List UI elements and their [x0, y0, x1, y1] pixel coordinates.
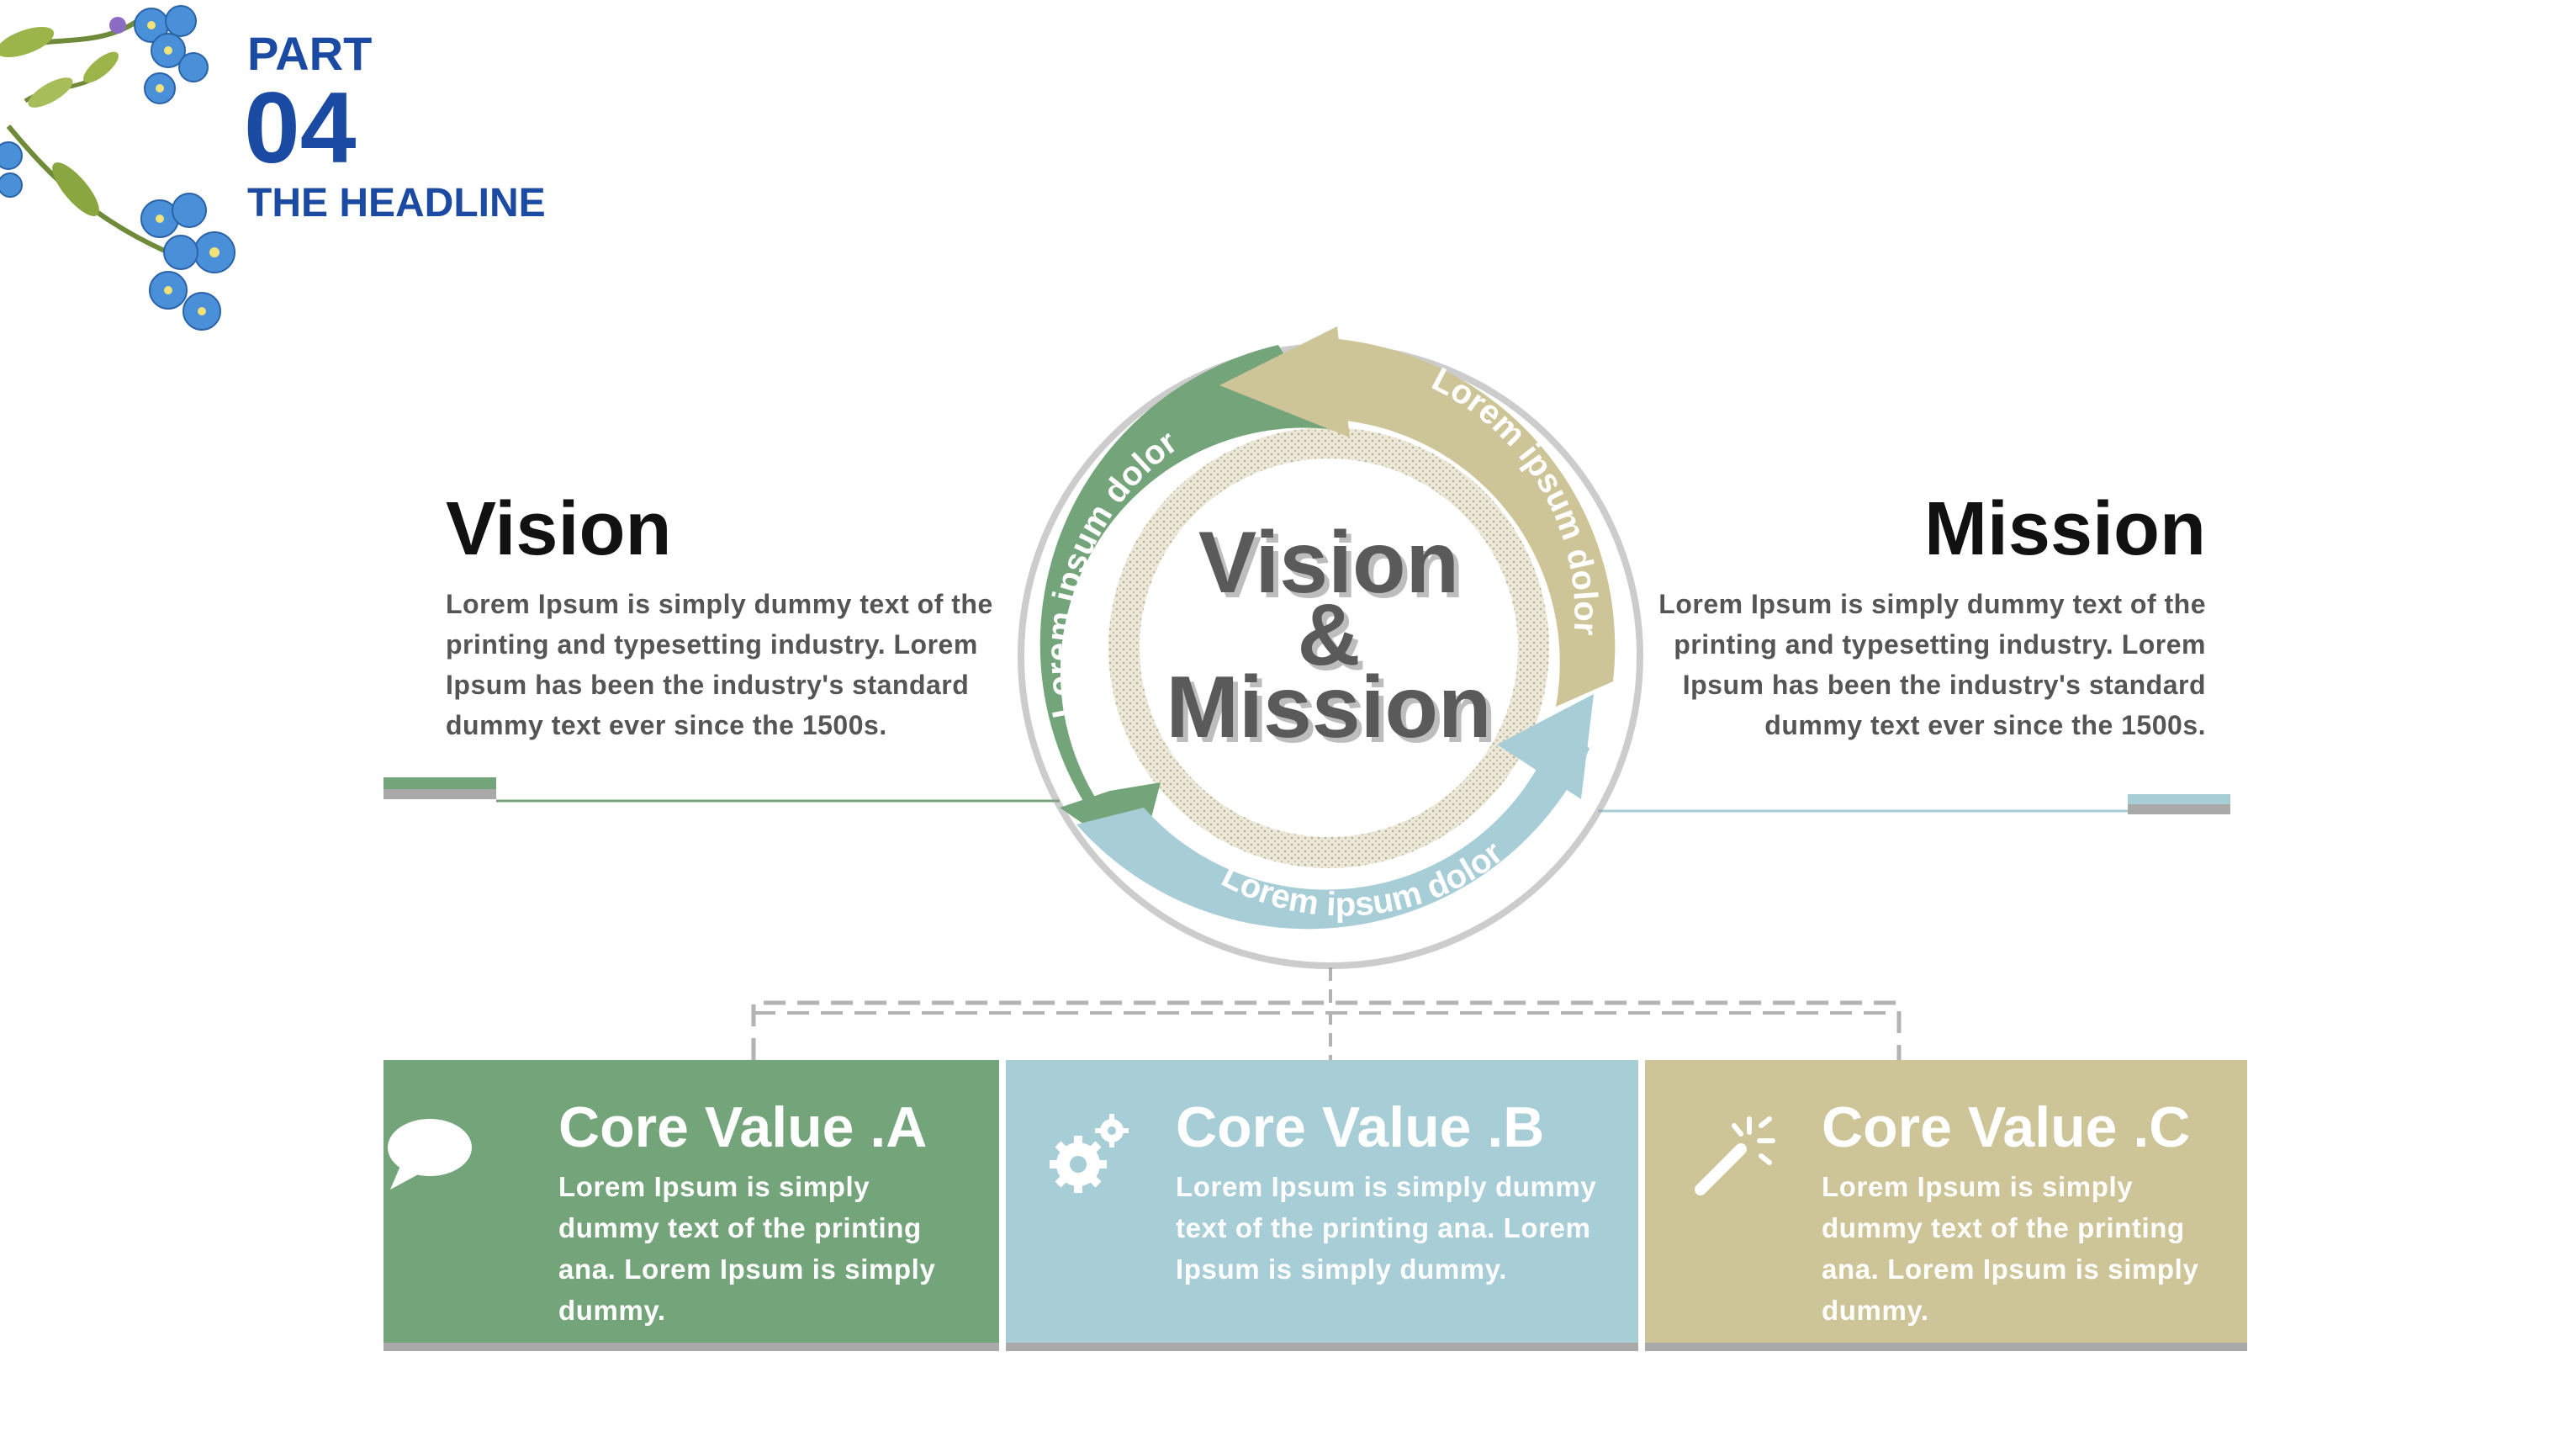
core-value-card-a: Core Value .A Lorem Ipsum is simply dumm… — [383, 1060, 999, 1343]
flower-decoration — [0, 5, 235, 331]
center-line2: & — [1297, 586, 1360, 684]
blue-arrow-segment — [1076, 715, 1590, 930]
speech-bubble-icon — [388, 1119, 472, 1190]
center-line3: Mission — [1166, 659, 1491, 756]
vision-text: Lorem Ipsum is simply dummy text of the … — [446, 589, 993, 740]
center-line2-shadow: & — [1302, 591, 1365, 689]
core-value-title: Core Value .B — [1176, 1095, 1545, 1159]
vision-title: Vision — [446, 487, 672, 571]
cycle-diagram: Lorem ipsum dolor Lorem ipsum dolor Lore… — [1018, 326, 1643, 969]
gears-icon — [1050, 1114, 1129, 1193]
core-value-card-c: Core Value .C Lorem Ipsum is simply dumm… — [1645, 1060, 2247, 1343]
headline: THE HEADLINE — [247, 181, 546, 225]
core-value-title: Core Value .A — [558, 1095, 928, 1159]
magic-wand-icon — [1695, 1116, 1775, 1195]
part-label: PART — [247, 27, 373, 80]
center-line1-shadow: Vision — [1203, 519, 1464, 617]
green-arrow-segment — [1039, 345, 1329, 867]
core-value-text: Lorem Ipsum is simply dummy text of the … — [558, 1171, 936, 1326]
core-value-card-b: Core Value .B Lorem Ipsum is simply dumm… — [1006, 1060, 1638, 1343]
core-value-text: Lorem Ipsum is simply dummy text of the … — [1822, 1171, 2199, 1326]
mission-text: Lorem Ipsum is simply dummy text of the … — [1658, 589, 2206, 740]
center-line1: Vision — [1198, 514, 1459, 612]
center-line3-shadow: Mission — [1171, 664, 1496, 761]
khaki-arrow-segment — [1329, 338, 1616, 707]
core-value-title: Core Value .C — [1822, 1095, 2191, 1159]
core-value-text: Lorem Ipsum is simply dummy text of the … — [1176, 1171, 1597, 1285]
part-number: 04 — [244, 72, 357, 184]
mission-title: Mission — [1923, 487, 2206, 571]
